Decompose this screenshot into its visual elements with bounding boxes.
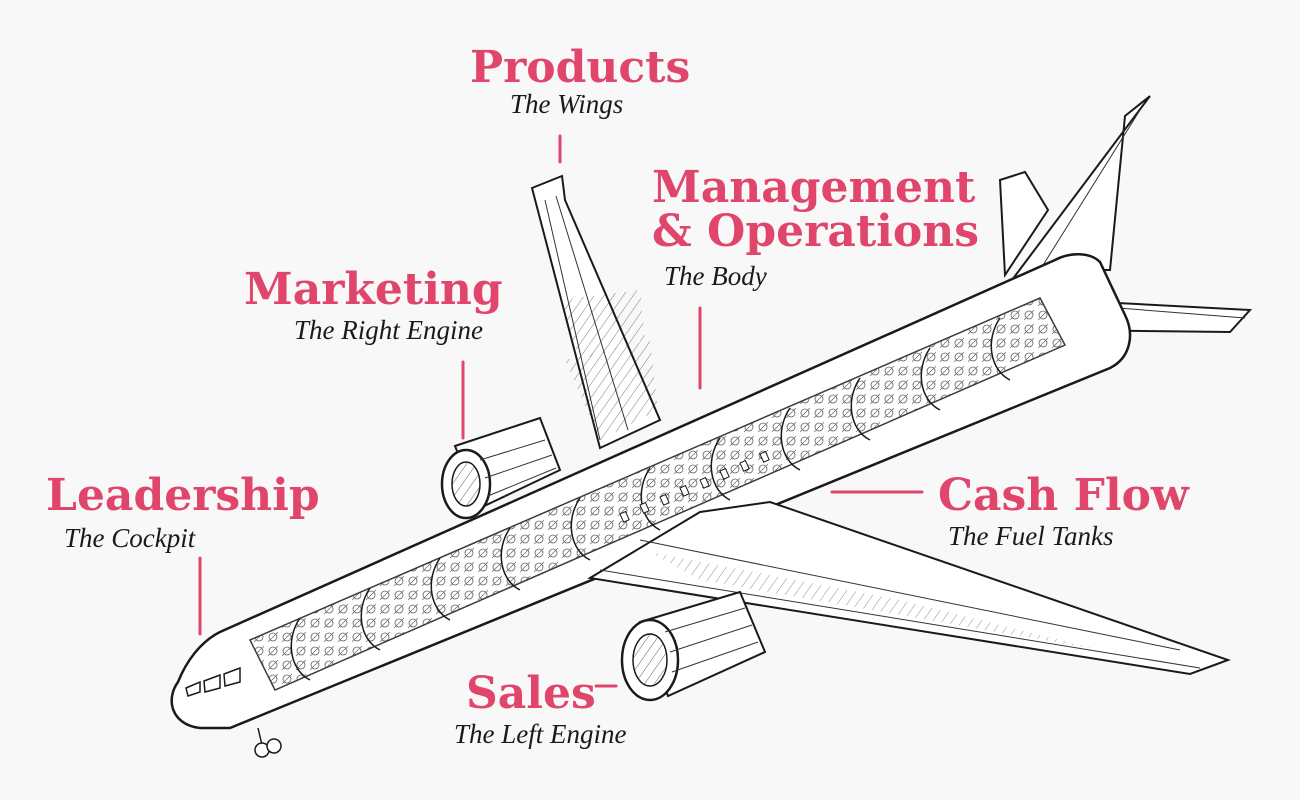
management-title-line1: Management [652, 162, 976, 213]
label-management: Management & Operations The Body [652, 166, 979, 292]
label-leadership: Leadership The Cockpit [46, 474, 320, 554]
leadership-title: Leadership [46, 470, 320, 521]
sales-title: Sales [466, 668, 596, 719]
fuselage [170, 253, 1132, 758]
marketing-title: Marketing [244, 264, 503, 315]
management-subtitle: The Body [664, 261, 767, 291]
label-products: Products The Wings [470, 46, 690, 120]
leadership-subtitle: The Cockpit [64, 523, 196, 553]
cashflow-title: Cash Flow [938, 470, 1189, 521]
pointer-lines [198, 134, 924, 688]
management-title-line2: & Operations [652, 206, 979, 257]
label-marketing: Marketing The Right Engine [244, 268, 503, 346]
products-subtitle: The Wings [510, 89, 624, 119]
cashflow-subtitle: The Fuel Tanks [948, 521, 1114, 551]
products-title: Products [470, 42, 691, 93]
label-cash-flow: Cash Flow The Fuel Tanks [938, 474, 1189, 552]
left-engine [620, 590, 767, 702]
lower-wing [587, 500, 1231, 676]
right-engine [440, 416, 562, 520]
label-sales: Sales The Left Engine [454, 668, 626, 750]
marketing-subtitle: The Right Engine [294, 315, 483, 345]
sales-subtitle: The Left Engine [454, 719, 627, 749]
upper-wing [530, 174, 662, 450]
